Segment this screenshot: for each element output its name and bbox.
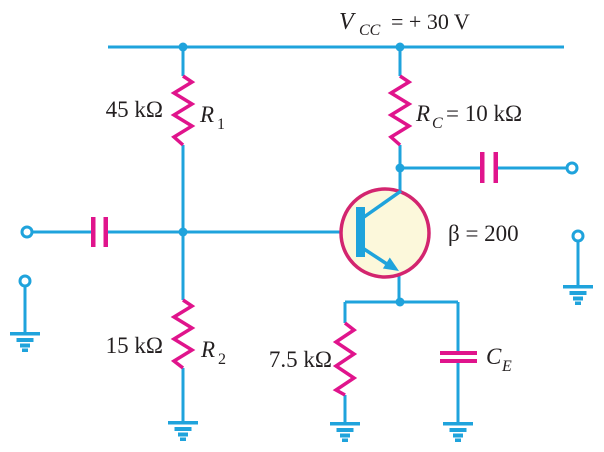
output-terminal-icon <box>565 161 579 175</box>
transistor-npn <box>339 187 431 279</box>
rc-subscript-label: C <box>432 115 443 132</box>
transistor-collector-lead <box>362 189 403 219</box>
junction-dot <box>178 227 188 237</box>
ce-symbol-label: C <box>486 344 502 369</box>
transistor-emitter-arrow-icon <box>382 257 399 271</box>
r2-symbol-label: R <box>200 337 215 362</box>
junction-dot <box>178 42 188 52</box>
resistor-rc <box>387 74 413 147</box>
junction-dot <box>395 42 405 52</box>
vcc-subscript-label: CC <box>359 22 381 39</box>
resistor-r2 <box>170 298 196 370</box>
input-ground-terminal-icon <box>18 274 32 288</box>
output-ground-terminal-icon <box>571 229 585 243</box>
ground-icon <box>168 421 198 441</box>
beta-label: β = 200 <box>448 221 519 246</box>
rc-value-label: = 10 kΩ <box>446 101 522 126</box>
rc-symbol-label: R <box>415 101 430 126</box>
ground-icon <box>443 422 473 442</box>
r2-value-label: 15 kΩ <box>106 333 163 358</box>
vcc-symbol-label: V <box>339 9 356 35</box>
ce-subscript-label: E <box>501 358 512 375</box>
emitter-bypass-capacitor <box>440 351 477 363</box>
junction-dot <box>395 163 405 173</box>
resistor-r1 <box>170 74 196 147</box>
r1-subscript-label: 1 <box>217 116 225 133</box>
ground-icon <box>10 332 40 352</box>
junction-dot <box>395 297 405 307</box>
transistor-base-bar <box>356 207 365 257</box>
input-coupling-capacitor <box>91 217 108 247</box>
r1-value-label: 45 kΩ <box>106 97 163 122</box>
r1-symbol-label: R <box>199 102 214 127</box>
vcc-value-label: = + 30 V <box>391 9 470 34</box>
resistor-re <box>332 321 358 397</box>
r2-subscript-label: 2 <box>218 351 226 368</box>
re-value-label: 7.5 kΩ <box>269 347 332 372</box>
ground-icon <box>563 285 593 305</box>
ground-icon <box>330 422 360 442</box>
input-terminal-icon <box>20 225 34 239</box>
transistor-emitter-lead <box>363 247 391 268</box>
output-coupling-capacitor <box>480 152 498 183</box>
